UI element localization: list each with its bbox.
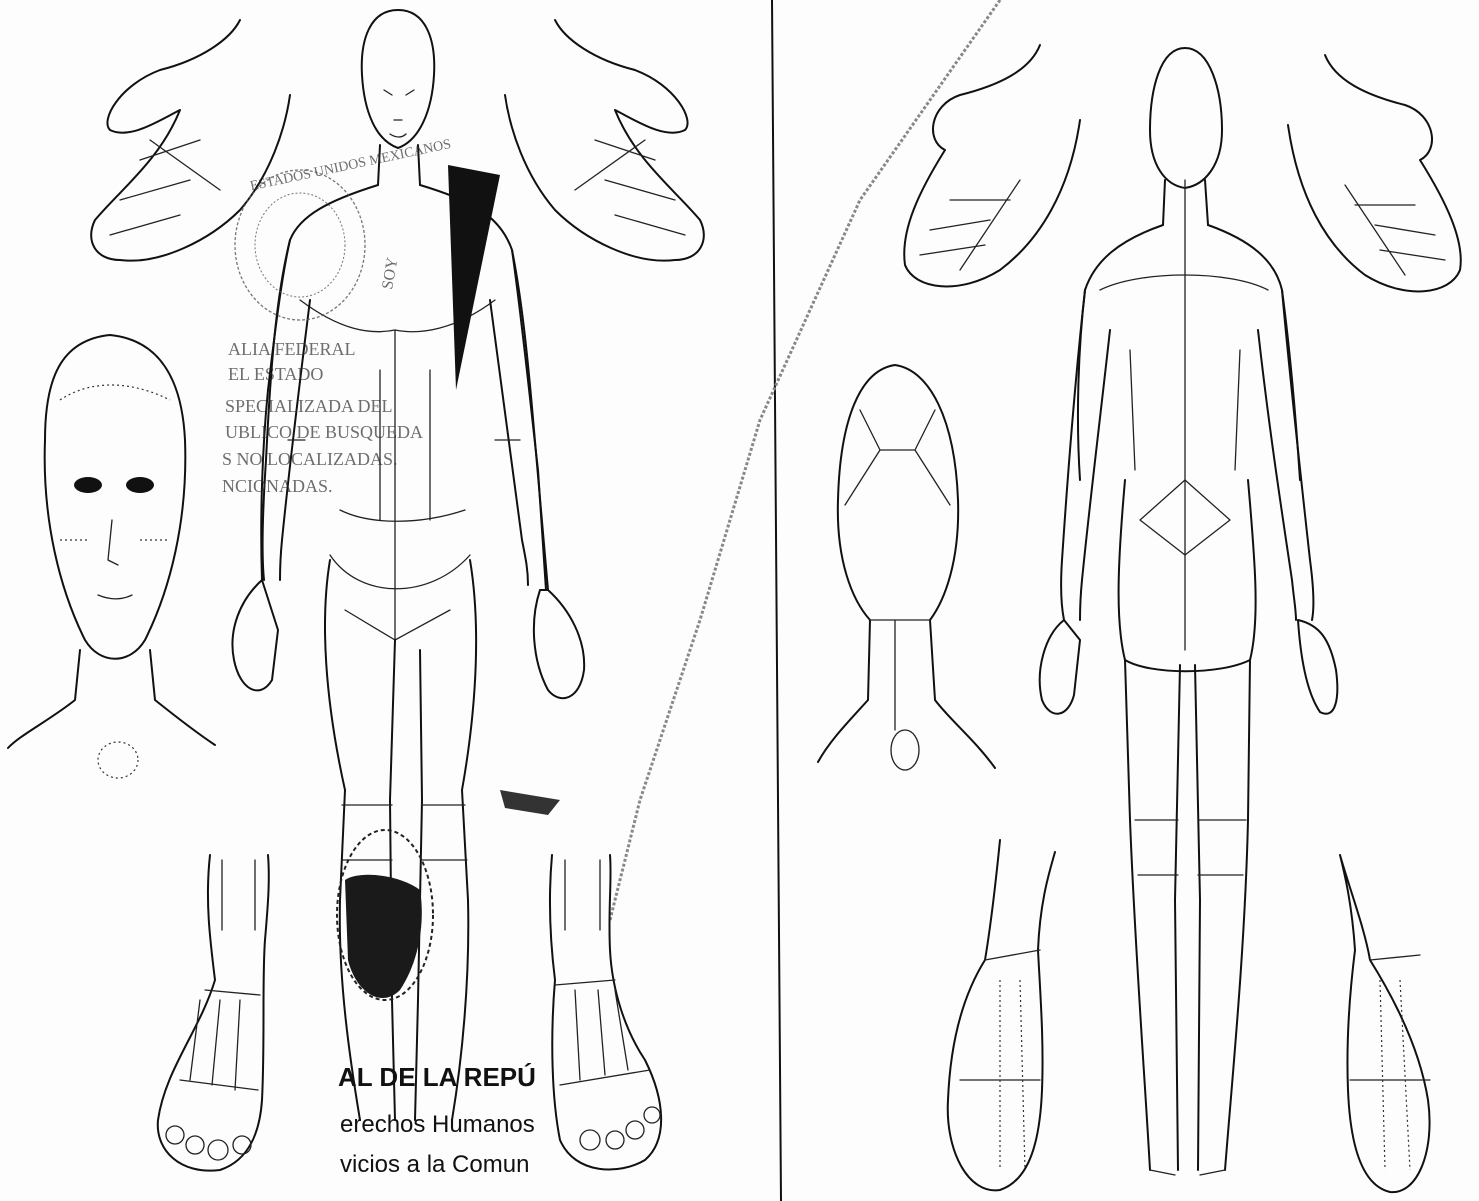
official-seal-watermark: ESTADOS UNIDOS MEXICANOS ALIA FEDERAL EL… <box>222 137 452 496</box>
feet-back-left <box>948 840 1055 1190</box>
lower-stamp: AL DE LA REPÚ erechos Humanos vicios a l… <box>338 1062 536 1178</box>
watermark-line-5: S NO LOCALIZADAS. <box>222 449 398 469</box>
dark-seal-blot <box>337 790 560 1000</box>
sternum-mark: SOY <box>379 256 401 291</box>
watermark-line-2: EL ESTADO <box>228 364 323 384</box>
feet-back-right <box>1340 855 1430 1192</box>
posterior-body-figure <box>1040 48 1338 1175</box>
feet-front-right <box>550 855 661 1170</box>
page-divider <box>772 0 781 1201</box>
left-hand-palm-top <box>91 20 290 261</box>
watermark-line-1: ALIA FEDERAL <box>228 339 356 359</box>
lower-stamp-line-3: vicios a la Comun <box>340 1151 529 1178</box>
right-hand-palm-top <box>505 20 704 261</box>
watermark-line-4: UBLICO DE BUSQUEDA <box>225 422 423 442</box>
head-back-detail <box>818 365 995 770</box>
watermark-line-6: NCIONADAS. <box>222 476 333 496</box>
marked-injury-region <box>448 165 500 390</box>
feet-front-left <box>158 855 269 1171</box>
right-hand-back-top <box>1288 55 1461 291</box>
watermark-line-3: SPECIALIZADA DEL <box>225 396 393 416</box>
face-detail-front <box>8 335 215 778</box>
lower-stamp-line-2: erechos Humanos <box>340 1111 535 1138</box>
left-hand-back-top <box>904 45 1080 286</box>
lower-stamp-line-1: AL DE LA REPÚ <box>338 1062 536 1092</box>
scan-streak <box>610 0 1000 920</box>
